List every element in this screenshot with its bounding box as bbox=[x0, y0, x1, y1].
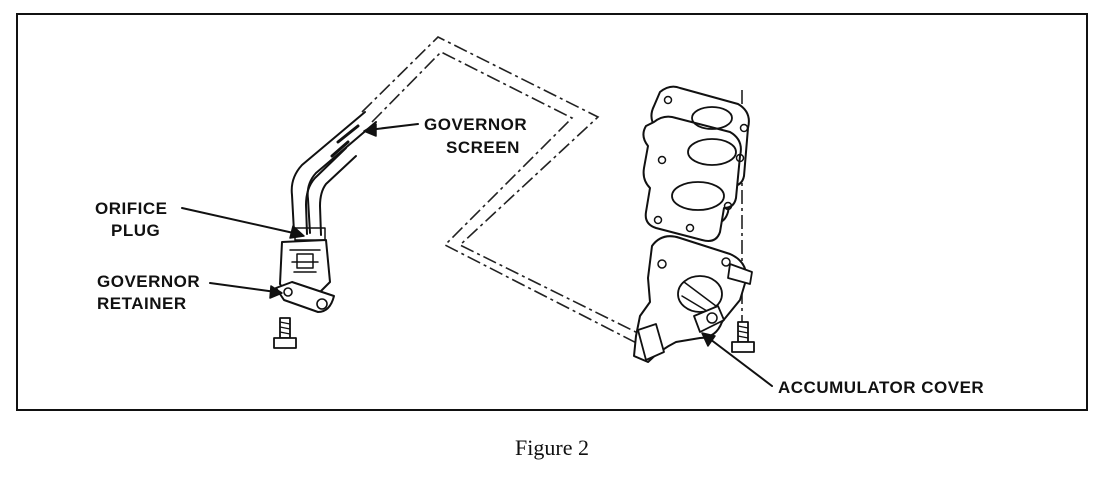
figure-frame bbox=[16, 13, 1088, 411]
retainer-bolt bbox=[273, 317, 297, 349]
governor-valve-body bbox=[275, 239, 335, 313]
housing-bolt bbox=[731, 321, 755, 353]
governor-retainer-label-line2: RETAINER bbox=[97, 294, 187, 313]
accumulator-cover-label: ACCUMULATOR COVER bbox=[778, 378, 984, 397]
figure-caption: Figure 2 bbox=[515, 435, 589, 460]
governor-screen-label-line2: SCREEN bbox=[446, 138, 520, 157]
orifice-plug-label-line2: PLUG bbox=[111, 221, 160, 240]
governor-retainer-label-line1: GOVERNOR bbox=[97, 272, 200, 291]
accumulator-cover-arrow bbox=[705, 335, 773, 387]
accumulator-housing bbox=[633, 235, 753, 363]
orifice-plug-arrow bbox=[181, 207, 299, 235]
leader-arrows bbox=[181, 123, 773, 387]
governor-retainer-arrow bbox=[209, 282, 277, 293]
orifice-plug-label-line1: ORIFICE bbox=[95, 199, 167, 218]
governor-screen-tube bbox=[290, 111, 377, 241]
separator-plate-gaskets bbox=[642, 85, 750, 242]
governor-screen-label-line1: GOVERNOR bbox=[424, 115, 527, 134]
